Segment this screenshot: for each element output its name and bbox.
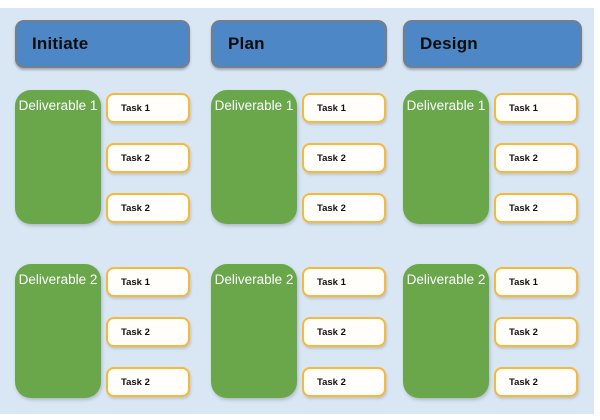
task-box: Task 2 <box>302 143 386 173</box>
task-box: Task 2 <box>302 193 386 223</box>
phase-column-plan: Plan Deliverable 1 Task 1 Task 2 Task 2 … <box>211 8 387 414</box>
task-box: Task 1 <box>106 93 190 123</box>
task-box: Task 2 <box>302 367 386 397</box>
task-box: Task 1 <box>494 93 578 123</box>
deliverable-box: Deliverable 2 <box>15 264 101 398</box>
task-box: Task 2 <box>106 317 190 347</box>
task-box: Task 2 <box>494 317 578 347</box>
deliverable-group: Deliverable 2 Task 1 Task 2 Task 2 <box>15 264 190 398</box>
task-box: Task 2 <box>106 367 190 397</box>
task-box: Task 2 <box>494 367 578 397</box>
deliverable-group: Deliverable 2 Task 1 Task 2 Task 2 <box>211 264 387 398</box>
deliverable-group: Deliverable 1 Task 1 Task 2 Task 2 <box>15 90 190 224</box>
deliverable-group: Deliverable 1 Task 1 Task 2 Task 2 <box>211 90 387 224</box>
task-box: Task 2 <box>302 317 386 347</box>
phase-column-initiate: Initiate Deliverable 1 Task 1 Task 2 Tas… <box>15 8 190 414</box>
deliverable-box: Deliverable 1 <box>15 90 101 224</box>
task-box: Task 1 <box>302 93 386 123</box>
diagram-panel: Initiate Deliverable 1 Task 1 Task 2 Tas… <box>0 8 594 414</box>
deliverable-group: Deliverable 1 Task 1 Task 2 Task 2 <box>403 90 582 224</box>
phase-header-design: Design <box>403 20 582 68</box>
task-box: Task 2 <box>106 143 190 173</box>
phase-column-design: Design Deliverable 1 Task 1 Task 2 Task … <box>403 8 582 414</box>
task-box: Task 1 <box>302 267 386 297</box>
deliverable-box: Deliverable 1 <box>403 90 489 224</box>
task-box: Task 1 <box>494 267 578 297</box>
deliverable-box: Deliverable 2 <box>403 264 489 398</box>
task-box: Task 2 <box>106 193 190 223</box>
phase-header-initiate: Initiate <box>15 20 190 68</box>
phase-header-plan: Plan <box>211 20 387 68</box>
deliverable-box: Deliverable 2 <box>211 264 297 398</box>
deliverable-box: Deliverable 1 <box>211 90 297 224</box>
task-box: Task 2 <box>494 143 578 173</box>
deliverable-group: Deliverable 2 Task 1 Task 2 Task 2 <box>403 264 582 398</box>
task-box: Task 1 <box>106 267 190 297</box>
task-box: Task 2 <box>494 193 578 223</box>
